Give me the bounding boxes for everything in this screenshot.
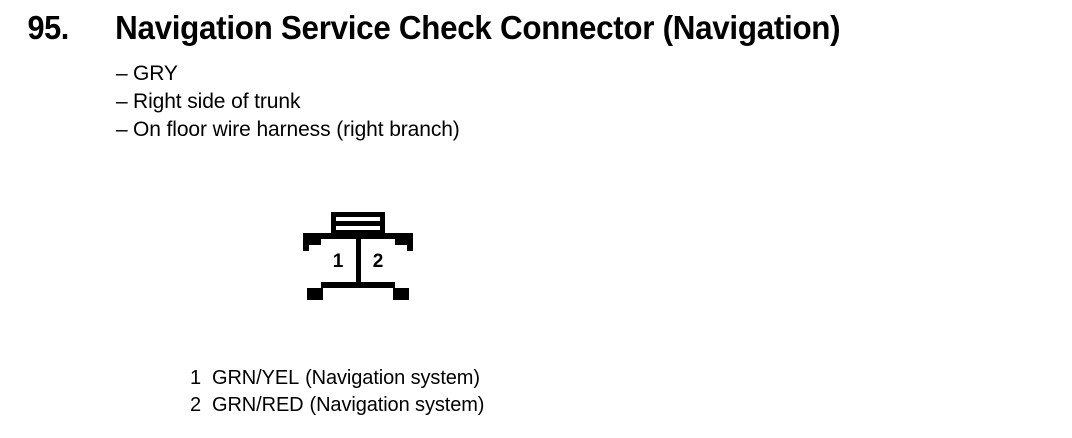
cavity-number-2: 2	[373, 251, 384, 272]
list-item-label: GRY	[133, 62, 178, 85]
list-item-label: On floor wire harness (right branch)	[133, 118, 460, 141]
cavity-number-1: 1	[333, 251, 344, 272]
heading-number: 95.	[27, 9, 70, 46]
legend-circuit-name: (Navigation system)	[309, 394, 485, 416]
dash-icon: –	[116, 62, 128, 85]
dash-icon: –	[116, 90, 128, 113]
connector-diagram: 1 2	[290, 205, 440, 315]
legend-pin-number: 2	[190, 394, 202, 416]
heading-title: Navigation Service Check Connector (Navi…	[115, 9, 841, 46]
legend-row: 2 GRN/RED (Navigation system)	[190, 392, 484, 419]
connector-base-bar	[321, 282, 395, 288]
list-item: – GRY	[116, 60, 460, 88]
list-item-label: Right side of trunk	[133, 90, 301, 113]
cavity-divider	[356, 239, 361, 282]
connector-properties-list: – GRY – Right side of trunk – On floor w…	[116, 60, 460, 144]
list-item: – On floor wire harness (right branch)	[116, 116, 460, 144]
legend-wire-color: GRN/YEL	[212, 367, 300, 389]
pin-legend: 1 GRN/YEL (Navigation system) 2 GRN/RED …	[190, 365, 484, 419]
legend-circuit-name: (Navigation system)	[305, 367, 480, 389]
list-item: – Right side of trunk	[116, 88, 460, 116]
legend-row: 1 GRN/YEL (Navigation system)	[190, 365, 484, 392]
connector-drawing: 1 2	[303, 212, 413, 300]
legend-pin-number: 1	[190, 367, 202, 389]
page-title: 95. Navigation Service Check Connector (…	[26, 9, 860, 47]
legend-wire-color: GRN/RED	[212, 394, 304, 416]
connector-locking-tab	[331, 212, 385, 236]
dash-icon: –	[116, 118, 128, 141]
